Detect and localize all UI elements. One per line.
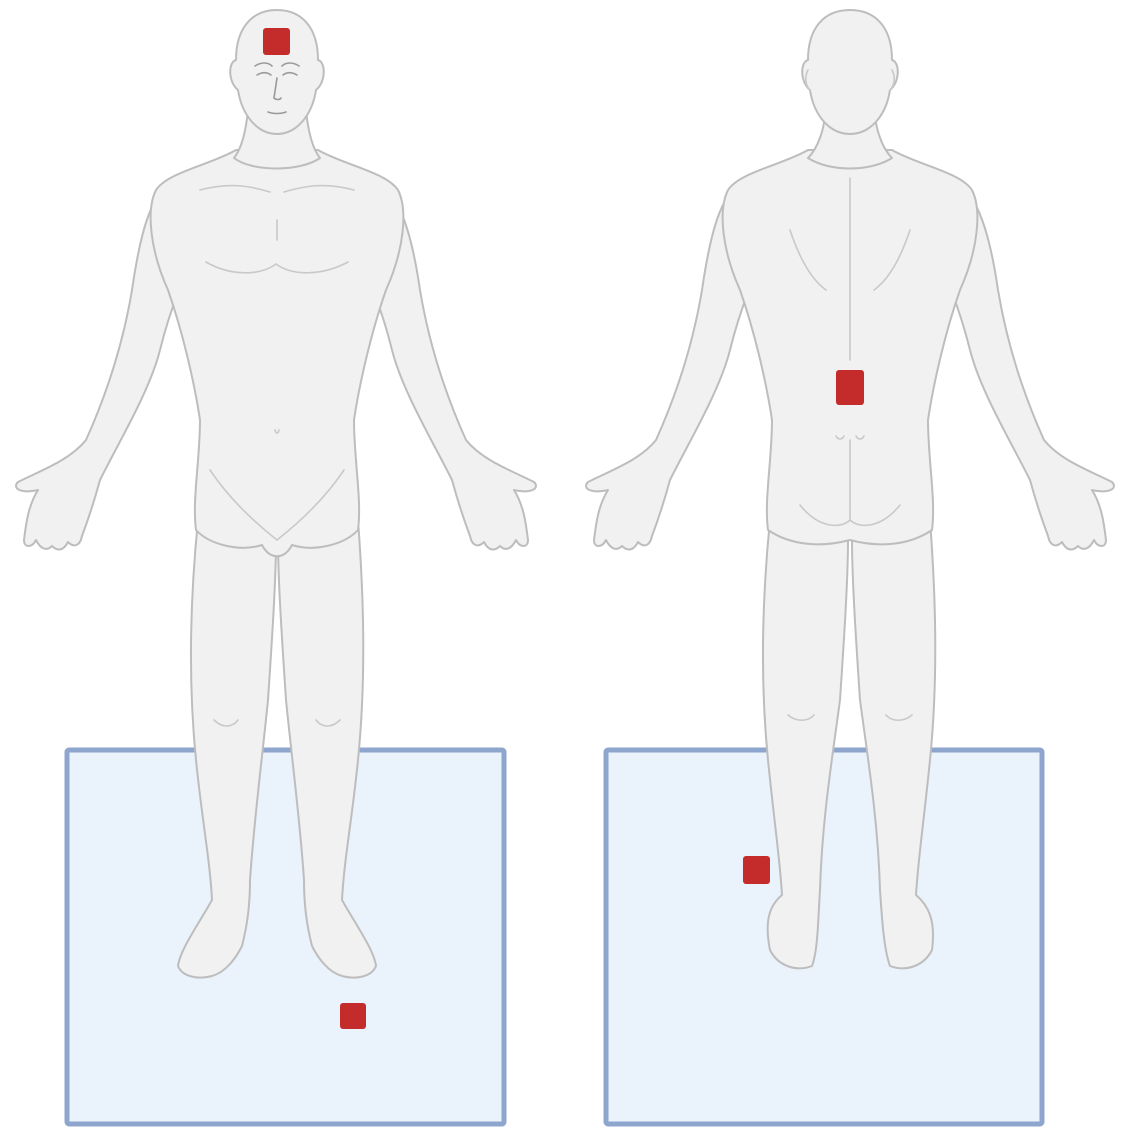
front-torso — [151, 150, 404, 556]
back-head — [802, 10, 898, 134]
front-ground-plate — [67, 750, 504, 1124]
front-ground-marker — [340, 1003, 366, 1029]
back-ground-marker — [743, 856, 770, 884]
back-lower-back-marker — [836, 370, 864, 405]
front-forehead-marker — [263, 28, 290, 55]
back-view — [586, 10, 1114, 1124]
front-view — [16, 10, 536, 1124]
